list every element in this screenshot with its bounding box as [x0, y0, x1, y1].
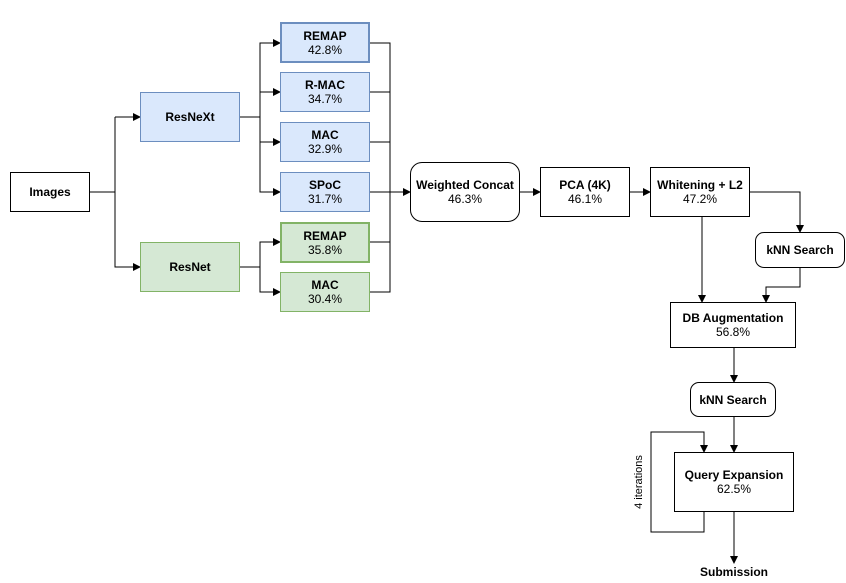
mac-resnext-label: MAC [311, 128, 339, 142]
whitening-value: 47.2% [682, 192, 718, 206]
knn-search-node-1: kNN Search [755, 232, 845, 268]
knn-search-label-2: kNN Search [699, 392, 767, 407]
remap-resnext-value: 42.8% [307, 42, 343, 57]
db-augmentation-node: DB Augmentation 56.8% [670, 302, 796, 348]
weighted-concat-value: 46.3% [447, 192, 483, 206]
remap-resnet-value: 35.8% [307, 242, 343, 257]
whitening-node: Whitening + L2 47.2% [650, 167, 750, 217]
db-augmentation-value: 56.8% [715, 325, 751, 339]
query-expansion-value: 62.5% [716, 482, 752, 496]
remap-resnext-label: REMAP [303, 28, 347, 43]
resnet-node: ResNet [140, 242, 240, 292]
resnext-node: ResNeXt [140, 92, 240, 142]
spoc-resnext-node: SPoC 31.7% [280, 172, 370, 212]
pca-node: PCA (4K) 46.1% [540, 167, 630, 217]
images-label: Images [29, 185, 71, 199]
mac-resnet-value: 30.4% [307, 292, 343, 306]
submission-label: Submission [699, 565, 768, 579]
db-augmentation-label: DB Augmentation [682, 311, 784, 325]
rmac-resnext-value: 34.7% [307, 92, 343, 106]
mac-resnext-node: MAC 32.9% [280, 122, 370, 162]
pca-value: 46.1% [567, 192, 603, 206]
remap-resnext-node: REMAP 42.8% [280, 22, 370, 63]
pca-label: PCA (4K) [559, 178, 611, 192]
weighted-concat-label: Weighted Concat [416, 178, 514, 192]
mac-resnet-node: MAC 30.4% [280, 272, 370, 312]
whitening-label: Whitening + L2 [657, 178, 743, 192]
mac-resnet-label: MAC [311, 278, 339, 292]
resnet-label: ResNet [169, 260, 211, 274]
iterations-label: 4 iterations [633, 455, 645, 509]
knn-search-node-2: kNN Search [690, 382, 776, 417]
remap-resnet-node: REMAP 35.8% [280, 222, 370, 263]
query-expansion-node: Query Expansion 62.5% [674, 452, 794, 512]
images-node: Images [10, 172, 90, 212]
spoc-resnext-value: 31.7% [307, 192, 343, 206]
weighted-concat-node: Weighted Concat 46.3% [410, 162, 520, 222]
resnext-label: ResNeXt [165, 110, 215, 124]
remap-resnet-label: REMAP [303, 228, 347, 243]
rmac-resnext-node: R-MAC 34.7% [280, 72, 370, 112]
spoc-resnext-label: SPoC [308, 178, 341, 192]
mac-resnext-value: 32.9% [307, 142, 343, 156]
rmac-resnext-label: R-MAC [305, 78, 345, 92]
knn-search-label-1: kNN Search [766, 243, 834, 257]
query-expansion-label: Query Expansion [684, 468, 784, 482]
